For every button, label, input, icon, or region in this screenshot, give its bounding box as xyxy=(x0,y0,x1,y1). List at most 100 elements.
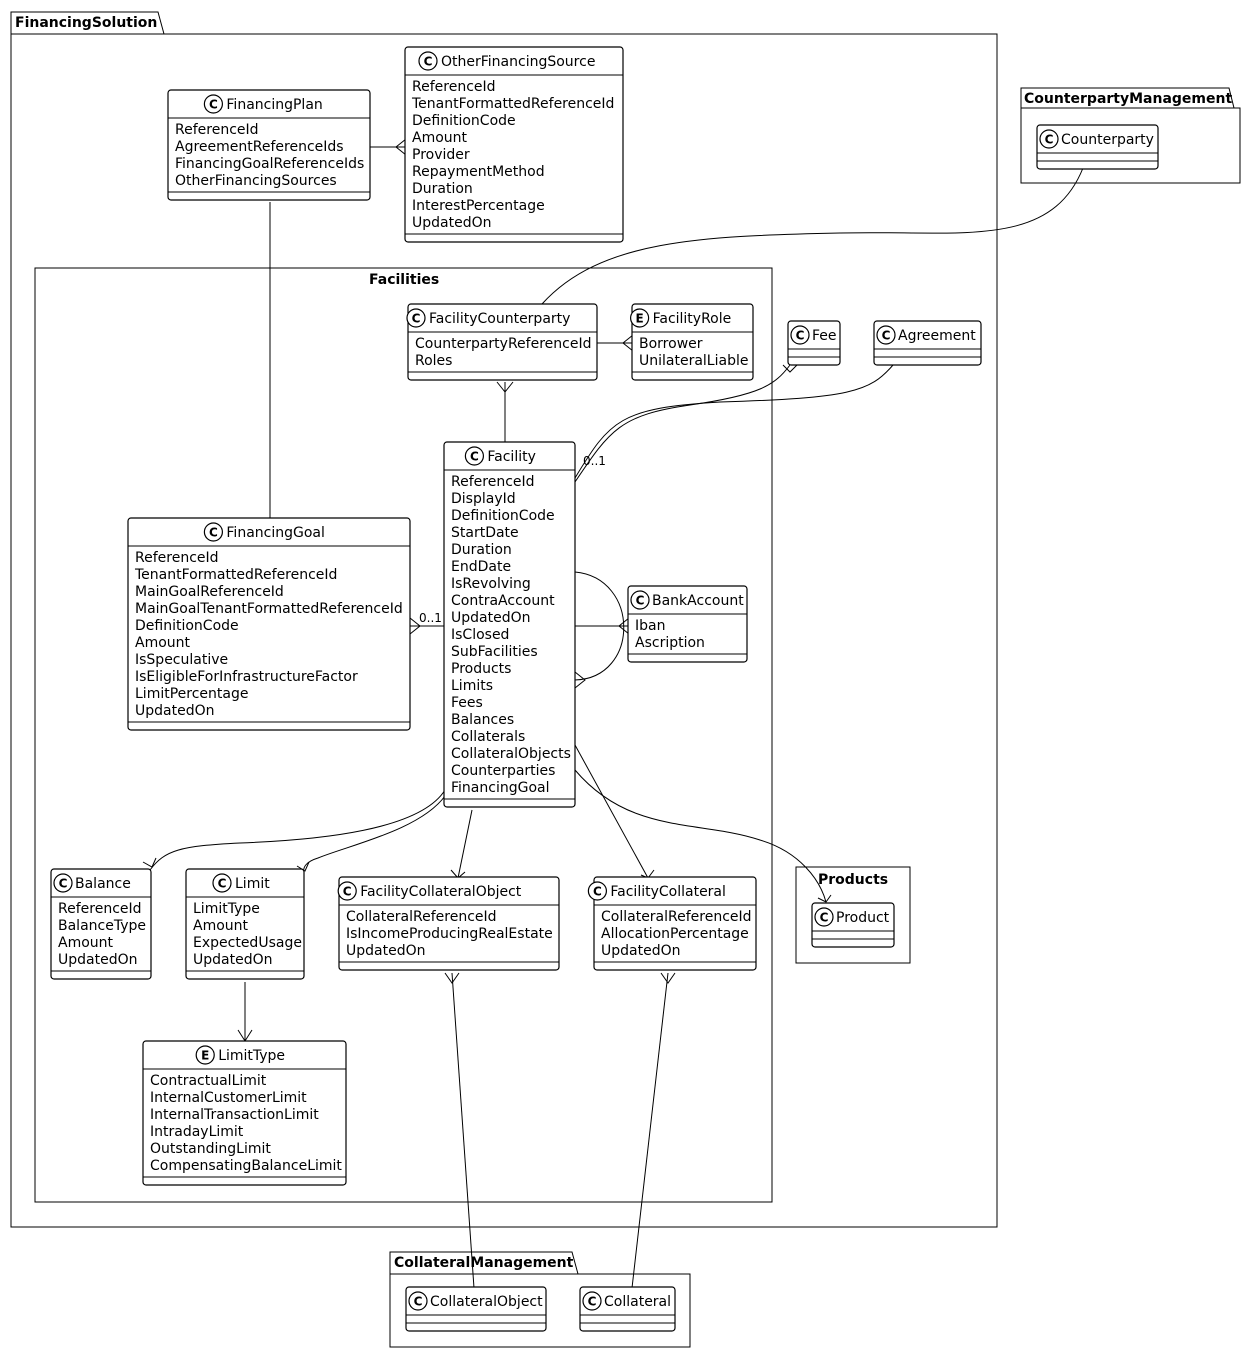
rel-fc-collateral xyxy=(631,972,669,1289)
badge-letter: C xyxy=(796,329,805,343)
class-badge-icon xyxy=(464,446,484,466)
class-box xyxy=(404,46,624,243)
class-attribute: ContraAccount xyxy=(451,593,555,609)
class-badge-icon xyxy=(203,94,223,114)
class-attribute: Provider xyxy=(412,147,470,163)
class-badge-icon xyxy=(790,325,810,345)
class-badge-icon xyxy=(582,1291,602,1311)
class-attribute: InternalTransactionLimit xyxy=(150,1107,319,1123)
class-attribute: ContractualLimit xyxy=(150,1073,267,1089)
class-attribute: Amount xyxy=(412,130,468,146)
class-attribute: Duration xyxy=(451,542,512,558)
class-name: FacilityCounterparty xyxy=(429,311,570,327)
rel-facility-fee xyxy=(574,364,791,483)
class-name: OtherFinancingSource xyxy=(441,54,595,70)
class-attribute: UpdatedOn xyxy=(412,215,491,231)
class-attribute: Amount xyxy=(135,635,191,651)
crowfoot xyxy=(622,334,634,352)
badge-letter: C xyxy=(820,911,829,925)
crowfoot xyxy=(142,857,157,868)
class-box xyxy=(142,1040,347,1186)
badge-letter: C xyxy=(593,885,602,899)
class-name: FacilityCollateral xyxy=(610,884,726,900)
class-attribute: ReferenceId xyxy=(451,474,535,490)
badge-letter: E xyxy=(635,312,643,326)
class-attribute: CompensatingBalanceLimit xyxy=(150,1158,342,1174)
class-attribute: SubFacilities xyxy=(451,644,538,660)
class-attribute: Borrower xyxy=(639,336,703,352)
class-attribute: Amount xyxy=(58,935,114,951)
enum-badge-icon xyxy=(195,1045,215,1065)
badge-letter: C xyxy=(424,55,433,69)
class-attribute: AgreementReferenceIds xyxy=(175,139,344,155)
class-attribute: Amount xyxy=(193,918,249,934)
class-attribute: UpdatedOn xyxy=(601,943,680,959)
class-attribute: StartDate xyxy=(451,525,519,541)
badge-letter: C xyxy=(1045,133,1054,147)
class-box xyxy=(593,876,757,971)
class-attribute: MainGoalTenantFormattedReferenceId xyxy=(135,601,403,617)
class-badge-icon xyxy=(876,325,896,345)
crowfoot xyxy=(496,381,514,393)
class-badge-icon xyxy=(337,881,357,901)
class-box xyxy=(627,585,748,663)
class-attribute: InternalCustomerLimit xyxy=(150,1090,307,1106)
class-name: FinancingPlan xyxy=(226,97,322,113)
crowfoot xyxy=(395,138,407,156)
class-attribute: UpdatedOn xyxy=(135,703,214,719)
class-attribute: DefinitionCode xyxy=(135,618,239,634)
package-title: Facilities xyxy=(369,272,439,288)
class-attribute: TenantFormattedReferenceId xyxy=(411,96,614,112)
class-attribute: EndDate xyxy=(451,559,511,575)
class-attribute: Ascription xyxy=(635,635,705,651)
badge-letter: E xyxy=(201,1049,209,1063)
class-box xyxy=(338,876,560,971)
class-attribute: CollateralReferenceId xyxy=(601,909,752,925)
class-attribute: Duration xyxy=(412,181,473,197)
class-attribute: RepaymentMethod xyxy=(412,164,545,180)
class-badge-icon xyxy=(630,590,650,610)
class-attribute: AllocationPercentage xyxy=(601,926,749,942)
class-name: FinancingGoal xyxy=(226,525,324,541)
package-title: Products xyxy=(818,872,888,888)
class-box xyxy=(127,517,411,731)
class-badge-icon xyxy=(1039,129,1059,149)
badge-letter: C xyxy=(588,1295,597,1309)
class-attribute: IntradayLimit xyxy=(150,1124,244,1140)
rel-facility-limit xyxy=(303,795,446,873)
class-box xyxy=(631,303,754,381)
crowfoot xyxy=(660,972,676,984)
class-name: FacilityCollateralObject xyxy=(360,884,522,900)
crowfoot xyxy=(444,972,460,984)
class-other-financing-source: C OtherFinancingSourceReferenceIdTenantFo… xyxy=(404,46,624,243)
class-attribute: CollateralReferenceId xyxy=(346,909,497,925)
class-attribute: Counterparties xyxy=(451,763,555,779)
badge-letter: C xyxy=(882,329,891,343)
rel-facility-agreement xyxy=(574,364,894,479)
class-attribute: UnilateralLiable xyxy=(639,353,748,369)
class-attribute: ExpectedUsage xyxy=(193,935,302,951)
class-badge-icon xyxy=(814,907,834,927)
class-attribute: DefinitionCode xyxy=(412,113,516,129)
package-title: FinancingSolution xyxy=(15,15,157,31)
relationships: 0..1 0..1 xyxy=(142,138,1084,1289)
class-box xyxy=(579,1286,676,1332)
class-attribute: DefinitionCode xyxy=(451,508,555,524)
class-attribute: ReferenceId xyxy=(58,901,142,917)
class-attribute: MainGoalReferenceId xyxy=(135,584,284,600)
class-attribute: InterestPercentage xyxy=(412,198,545,214)
package-facilities: Facilities xyxy=(34,267,773,1203)
class-attribute: ReferenceId xyxy=(412,79,496,95)
badge-letter: C xyxy=(412,312,421,326)
class-attribute: UpdatedOn xyxy=(193,952,272,968)
class-name: LimitType xyxy=(218,1048,285,1064)
